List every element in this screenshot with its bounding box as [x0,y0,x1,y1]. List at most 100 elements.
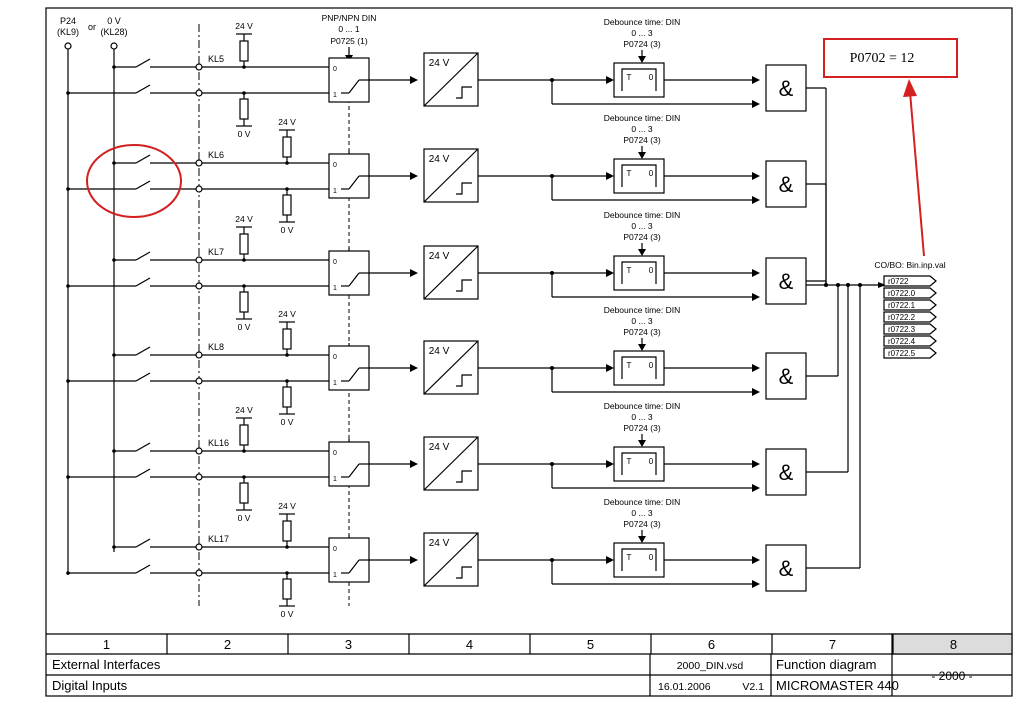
resistor-supply-label: 24 V [278,309,296,319]
terminal-top [195,256,203,264]
resistor-tap-bottom [285,187,289,191]
converter-step-symbol [456,86,472,99]
converter-arrowhead [410,460,418,468]
pnp-npn-blade [348,559,360,574]
ruler-column-number: 1 [103,637,110,652]
terminal-bottom [195,569,203,577]
terminal-top [195,447,203,455]
and-gate-symbol: & [779,76,794,101]
debounce-arrowhead [606,269,614,277]
debounce-ctrl-arrowhead [638,249,646,256]
resistor-ground-label: 0 V [238,129,251,139]
debounce-ctrl-arrowhead [638,440,646,447]
debounce-param: P0724 (3) [623,327,660,337]
pull-resistor-top [239,424,249,446]
channel-bottom-tap [66,379,70,383]
output-bus [806,87,886,569]
converter-diagonal [423,148,479,203]
converter-label: 24 V [429,442,450,453]
input-switch-top [135,251,151,261]
ruler-cell-8-bg [891,633,1013,655]
bypass-arrowhead [752,580,760,588]
and-gate-symbol: & [779,364,794,389]
resistor-tap-bottom [242,475,246,479]
input-switch-bottom [135,277,151,287]
p24-terminal: (KL9) [57,27,79,37]
output-title: CO/BO: Bin.inp.val [874,260,945,270]
debounce-pulse [621,356,657,379]
input-switch-bottom [135,468,151,478]
debounce-range: 0 ... 3 [631,221,653,231]
and-gate-symbol: & [779,460,794,485]
pnp-npn-blade [348,272,360,287]
bypass-arrowhead [752,388,760,396]
resistor-tap-bottom [242,91,246,95]
resistor-tap-top [242,65,246,69]
output-bus-junction [858,283,862,287]
ruler-column-number: 2 [224,637,231,652]
zero-v-node [110,42,118,50]
debounce-zero-label: 0 [649,73,654,82]
converter-step-symbol [456,279,472,292]
title-block-row1-left: External Interfaces [52,657,161,672]
pull-resistor-top [282,136,292,158]
terminal-top [195,543,203,551]
converter-diagonal [423,340,479,395]
channel-top-tap [112,353,116,357]
output-param-tag [883,347,937,359]
input-switch-top [135,346,151,356]
converter-arrowhead [410,364,418,372]
output-param-tag [883,287,937,299]
outer-frame [45,7,1013,697]
debounce-arrowhead [606,76,614,84]
terminal-bottom [195,185,203,193]
highlight-arrowhead [903,79,917,97]
title-block-row2-left: Digital Inputs [52,678,128,693]
output-params: r0722r0722.0r0722.1r0722.2r0722.3r0722.4… [883,275,937,359]
converter-label: 24 V [429,346,450,357]
terminal-bottom [195,377,203,385]
resistor-tap-top [242,258,246,262]
debounce-pulse [621,261,657,284]
terminal-label: KL17 [208,534,229,544]
resistor-tap-bottom [285,379,289,383]
converter-label: 24 V [429,58,450,69]
and-gate [765,352,807,400]
pnp-npn-blade [348,367,360,382]
bypass-arrowhead [752,196,760,204]
and-gate [765,257,807,305]
terminal-label: KL16 [208,438,229,448]
pnp-npn-pos1: 1 [333,476,337,483]
bypass-arrowhead [752,293,760,301]
converter-step-symbol [456,374,472,387]
ruler-column-number: 7 [829,637,836,652]
pull-resistor-bottom [282,386,292,408]
title-block-date: 16.01.2006 [658,681,711,693]
debounce-ctrl-arrowhead [638,152,646,159]
highlight-ellipse [86,144,182,218]
converter-arrowhead [410,556,418,564]
and-gate-symbol: & [779,556,794,581]
pnp-npn-pos1: 1 [333,572,337,579]
title-block-sheet: - 2000 - [931,669,972,683]
and-arrowhead [752,172,760,180]
debounce-range: 0 ... 3 [631,316,653,326]
converter-diagonal [423,532,479,587]
output-param-label: r0722.2 [888,313,916,322]
pnp-npn-pos1: 1 [333,380,337,387]
output-param-tag [883,299,937,311]
output-param-label: r0722.5 [888,349,916,358]
output-bus-junction [824,283,828,287]
channel-top-tap [112,65,116,69]
converter-step-symbol [456,182,472,195]
output-param-label: r0722.0 [888,289,916,298]
zero-v-terminal: (KL28) [100,27,127,37]
input-switch-top [135,58,151,68]
